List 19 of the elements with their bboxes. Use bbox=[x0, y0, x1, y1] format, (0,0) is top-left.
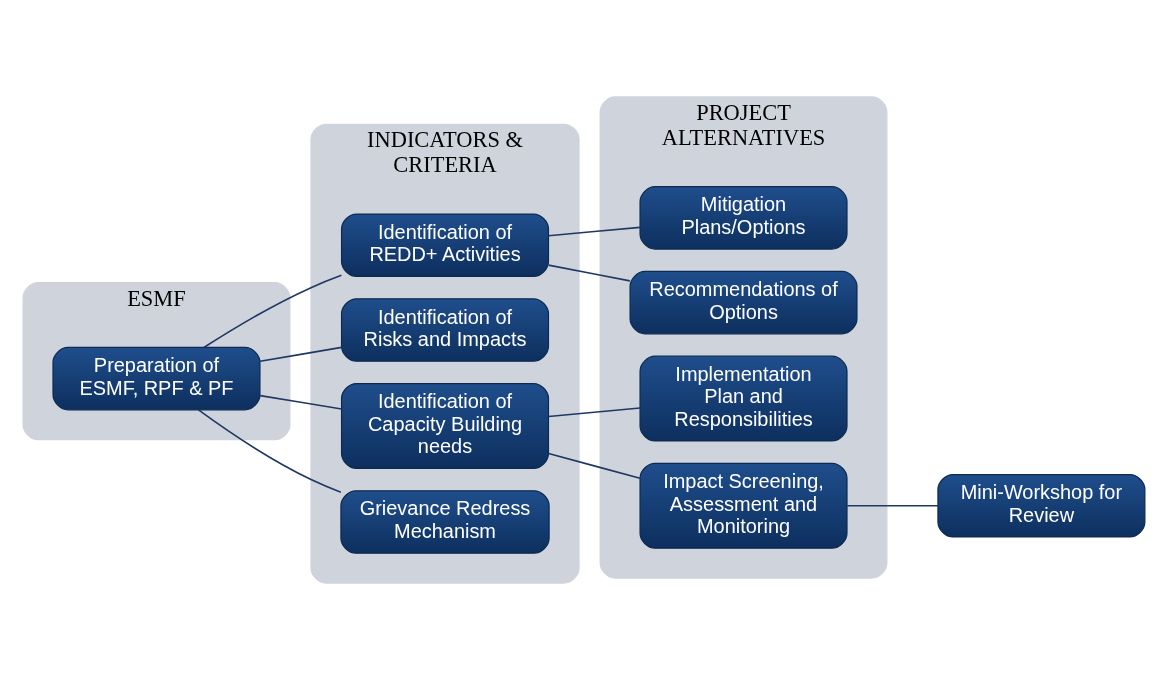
node-box: Identification of Capacity Building needs bbox=[340, 382, 550, 469]
connector bbox=[259, 346, 343, 362]
node-box: Implementation Plan and Responsibilities bbox=[639, 355, 848, 442]
node-box: Mini-Workshop for Review bbox=[937, 473, 1146, 538]
connector bbox=[197, 408, 342, 493]
node-box: Grievance Redress Mechanism bbox=[340, 489, 550, 554]
connector bbox=[547, 226, 641, 237]
connector bbox=[846, 504, 939, 507]
connector bbox=[547, 452, 641, 479]
node-box: Identification of Risks and Impacts bbox=[340, 297, 550, 362]
connector bbox=[203, 274, 343, 348]
node-box: Identification of REDD+ Activities bbox=[340, 213, 550, 277]
node-box: Impact Screening, Assessment and Monitoring bbox=[639, 462, 848, 549]
node-box: Preparation of ESMF, RPF & PF bbox=[52, 346, 261, 410]
connector bbox=[547, 406, 641, 417]
node-box: Recommendations of Options bbox=[629, 270, 858, 334]
node-box: Mitigation Plans/Options bbox=[639, 185, 848, 250]
connector bbox=[547, 263, 631, 282]
connector bbox=[259, 394, 343, 410]
